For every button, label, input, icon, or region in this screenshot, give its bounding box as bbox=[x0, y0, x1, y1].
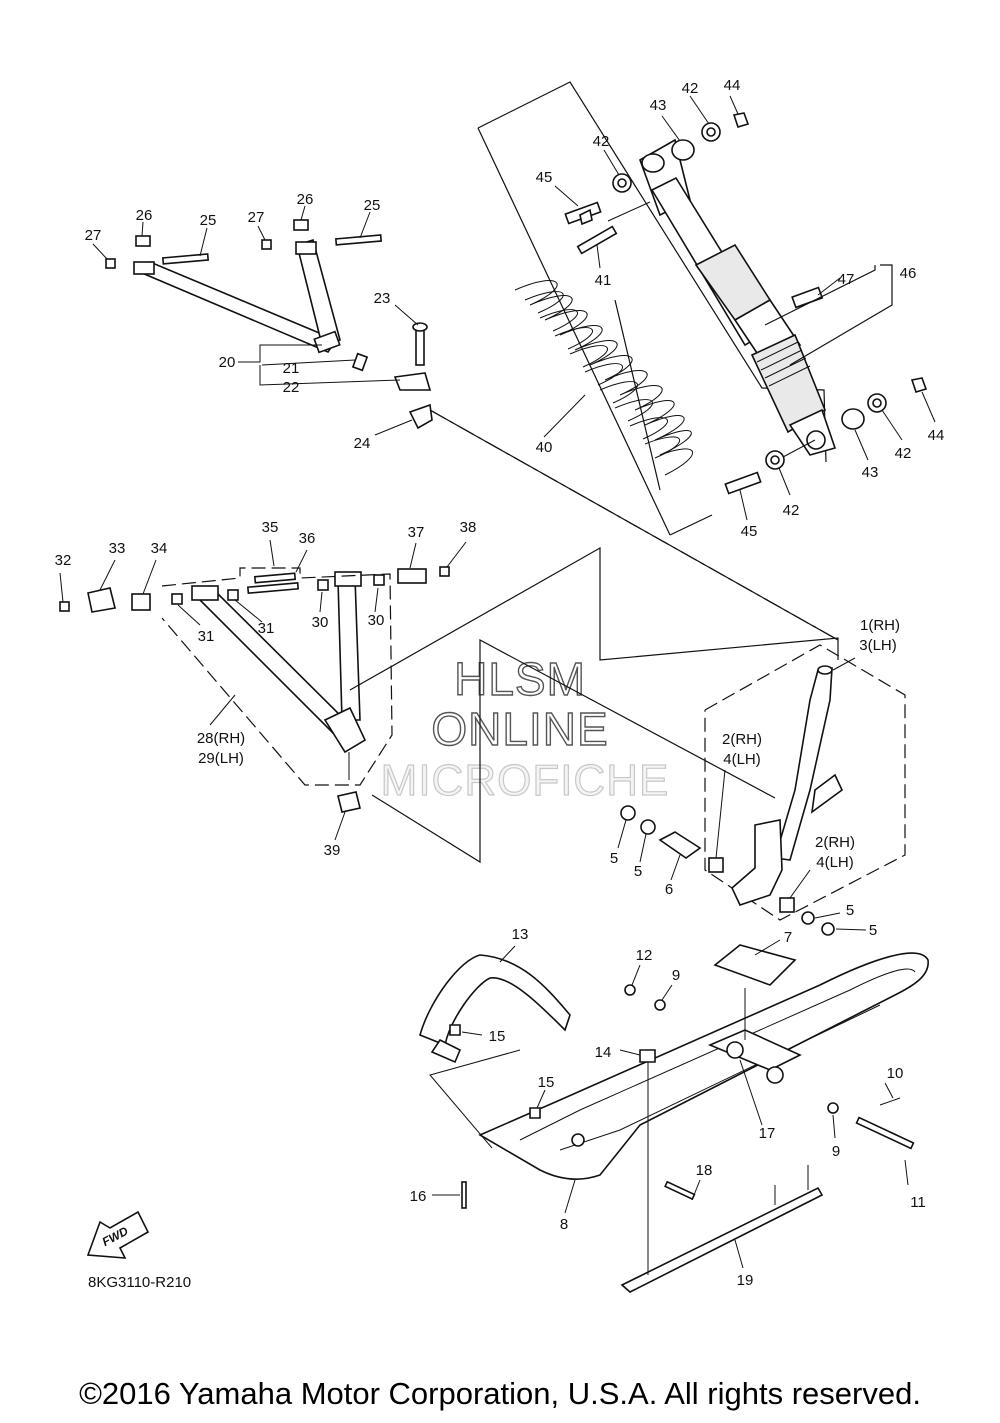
callout-46: 46 bbox=[900, 265, 917, 282]
callout-15a: 15 bbox=[489, 1028, 506, 1045]
callout-26a: 26 bbox=[136, 207, 153, 224]
callout-47: 47 bbox=[838, 271, 855, 288]
spindle bbox=[731, 665, 844, 906]
callout-19: 19 bbox=[737, 1272, 754, 1289]
callout-8: 8 bbox=[560, 1216, 568, 1233]
callout-35: 35 bbox=[262, 519, 279, 536]
callout-17: 17 bbox=[759, 1125, 776, 1142]
watermark-line3: MICROFICHE bbox=[381, 756, 670, 805]
callout-2b: 2(RH) bbox=[815, 834, 855, 851]
callout-31b: 31 bbox=[258, 620, 275, 637]
callout-40: 40 bbox=[536, 439, 553, 456]
upper-arm-hardware bbox=[105, 219, 433, 430]
callout-12: 12 bbox=[636, 947, 653, 964]
callout-32: 32 bbox=[55, 552, 72, 569]
callout-28: 28(RH) bbox=[197, 730, 245, 747]
leader-lines bbox=[59, 95, 936, 1269]
callout-34: 34 bbox=[151, 540, 168, 557]
shock-group-frame bbox=[477, 81, 827, 536]
callout-5b: 5 bbox=[634, 863, 642, 880]
callout-22: 22 bbox=[283, 379, 300, 396]
callout-23: 23 bbox=[374, 290, 391, 307]
lower-a-arm bbox=[191, 571, 367, 780]
callout-2a: 2(RH) bbox=[722, 731, 762, 748]
callout-42d: 42 bbox=[783, 502, 800, 519]
callout-44b: 44 bbox=[928, 427, 945, 444]
callout-26b: 26 bbox=[297, 191, 314, 208]
ski-handle bbox=[419, 954, 571, 1064]
callout-31a: 31 bbox=[198, 628, 215, 645]
shock-hardware-top bbox=[564, 112, 750, 255]
ski-saddle bbox=[713, 944, 797, 1040]
copyright-notice: ©2016 Yamaha Motor Corporation, U.S.A. A… bbox=[79, 1376, 921, 1411]
callout-43a: 43 bbox=[650, 97, 667, 114]
callout-36: 36 bbox=[299, 530, 316, 547]
callout-9b: 9 bbox=[832, 1143, 840, 1160]
callout-21: 21 bbox=[283, 360, 300, 377]
callout-27b: 27 bbox=[248, 209, 265, 226]
callout-5a: 5 bbox=[610, 850, 618, 867]
callout-11: 11 bbox=[910, 1194, 926, 1211]
callout-42c: 42 bbox=[895, 445, 912, 462]
callout-45a: 45 bbox=[536, 169, 553, 186]
callout-9a: 9 bbox=[672, 967, 680, 984]
watermark-line2: ONLINE bbox=[431, 703, 608, 755]
ski-hardware bbox=[449, 984, 915, 1255]
spindle-frame bbox=[704, 644, 906, 921]
callout-44a: 44 bbox=[724, 77, 741, 94]
callout-20: 20 bbox=[219, 354, 236, 371]
callout-24: 24 bbox=[354, 435, 371, 452]
callout-38: 38 bbox=[460, 519, 477, 536]
callout-10: 10 bbox=[887, 1065, 904, 1082]
bracket-47 bbox=[764, 265, 876, 326]
callout-13: 13 bbox=[512, 926, 529, 943]
callout-4a: 4(LH) bbox=[723, 751, 761, 768]
callout-33: 33 bbox=[109, 540, 126, 557]
ski-wear-bar bbox=[620, 1165, 824, 1293]
callout-5d: 5 bbox=[869, 922, 877, 939]
spindle-hardware bbox=[620, 805, 835, 936]
rear-shock-absorber bbox=[639, 138, 837, 456]
callout-37: 37 bbox=[408, 524, 425, 541]
callout-25b: 25 bbox=[364, 197, 381, 214]
callout-6: 6 bbox=[665, 881, 673, 898]
callout-25a: 25 bbox=[200, 212, 217, 229]
callout-42a: 42 bbox=[682, 80, 699, 97]
callout-42b: 42 bbox=[593, 133, 610, 150]
bracket-46 bbox=[789, 264, 893, 366]
callout-7: 7 bbox=[784, 929, 792, 946]
callout-16: 16 bbox=[410, 1188, 427, 1205]
callout-4b: 4(LH) bbox=[816, 854, 854, 871]
callout-3: 3(LH) bbox=[859, 637, 897, 654]
callout-29: 29(LH) bbox=[198, 750, 244, 767]
callout-labels: 44 42 43 42 45 41 47 46 40 44 42 43 42 4… bbox=[55, 77, 945, 1289]
callout-43b: 43 bbox=[862, 464, 879, 481]
callout-45b: 45 bbox=[741, 523, 758, 540]
lower-arm-frame bbox=[161, 567, 393, 786]
shock-hardware-bottom bbox=[724, 377, 928, 495]
callout-14: 14 bbox=[595, 1044, 612, 1061]
callout-1: 1(RH) bbox=[860, 617, 900, 634]
callout-30a: 30 bbox=[312, 614, 329, 631]
callout-27a: 27 bbox=[85, 227, 102, 244]
fwd-arrow-icon: FWD bbox=[86, 1210, 150, 1259]
diagram-code: 8KG3110-R210 bbox=[88, 1274, 191, 1291]
upper-a-arm bbox=[133, 238, 341, 354]
dash-link-24 bbox=[429, 409, 839, 641]
callout-18: 18 bbox=[696, 1162, 713, 1179]
lower-arm-hardware bbox=[59, 566, 450, 813]
ski bbox=[478, 952, 929, 1180]
callout-30b: 30 bbox=[368, 612, 385, 629]
watermark: HLSM ONLINE MICROFICHE bbox=[380, 652, 670, 805]
coil-spring bbox=[514, 280, 694, 491]
callout-15b: 15 bbox=[538, 1074, 555, 1091]
callout-5c: 5 bbox=[846, 902, 854, 919]
callout-41: 41 bbox=[595, 272, 612, 289]
callout-39: 39 bbox=[324, 842, 341, 859]
